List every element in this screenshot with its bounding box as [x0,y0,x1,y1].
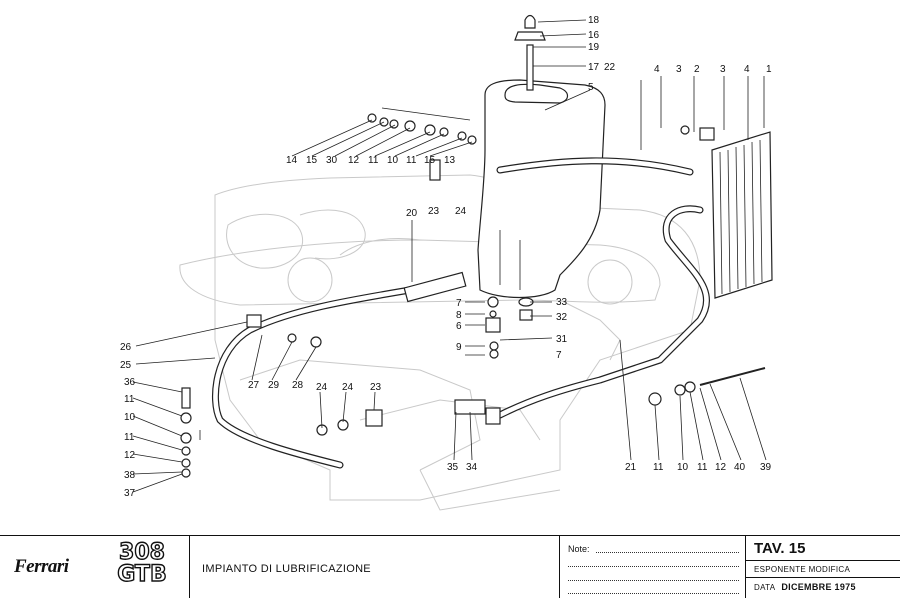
callout-36: 36 [124,377,136,388]
callout-14: 14 [286,155,298,166]
notes-cell: Note: [560,536,746,598]
model-number: 308 [118,540,165,565]
callout-3a: 3 [676,64,682,75]
table-number: TAV. 15 [754,540,806,557]
date-label: DATA [754,583,776,592]
callout-24a: 24 [455,206,467,217]
reference-cell: TAV. 15 ESPONENTE MODIFICA DATA DICEMBRE … [746,536,900,598]
callout-23a: 23 [428,206,440,217]
callout-19: 19 [588,42,600,53]
callouts: 18 16 19 17 22 5 4 3 2 3 4 1 14 15 30 12… [120,15,772,499]
callout-7b: 7 [556,350,562,361]
callout-24c: 24 [342,382,354,393]
note-line [568,580,739,581]
engine-ghost-outline [179,174,701,511]
callout-11f: 11 [697,462,708,473]
callout-29: 29 [268,380,280,391]
callout-10a: 10 [387,155,399,166]
model-badge: 308 GTB [100,540,184,587]
note-line [596,552,739,553]
callout-11d: 11 [124,432,135,443]
callout-12c: 12 [715,462,727,473]
callout-1: 1 [766,64,772,75]
oil-pipes [211,157,710,469]
callout-34: 34 [466,462,478,473]
callout-33: 33 [556,297,568,308]
callout-27: 27 [248,380,260,391]
callout-12a: 12 [348,155,360,166]
date-value: DICEMBRE 1975 [781,582,856,592]
notes-label: Note: [568,544,590,554]
callout-6: 6 [456,321,462,332]
title-cell: IMPIANTO DI LUBRIFICAZIONE [190,536,560,598]
note-line [568,593,739,594]
callout-15b: 15 [424,155,436,166]
callout-10b: 10 [124,412,136,423]
callout-12b: 12 [124,450,136,461]
callout-31: 31 [556,334,568,345]
callout-5: 5 [588,82,594,93]
callout-13: 13 [444,155,456,166]
callout-26: 26 [120,342,132,353]
callout-15a: 15 [306,155,318,166]
callout-24b: 24 [316,382,328,393]
callout-32: 32 [556,312,568,323]
callout-2: 2 [694,64,700,75]
callout-11a: 11 [368,155,379,166]
callout-11c: 11 [124,394,135,405]
callout-3b: 3 [720,64,726,75]
title-block: Ferrari 308 GTB IMPIANTO DI LUBRIFICAZIO… [0,535,900,598]
callout-30: 30 [326,155,338,166]
callout-20: 20 [406,208,418,219]
callout-11b: 11 [406,155,417,166]
callout-21: 21 [625,462,637,473]
ferrari-logo: Ferrari [14,556,69,577]
callout-39: 39 [760,462,772,473]
callout-25: 25 [120,360,132,371]
model-variant: GTB [117,562,168,587]
callout-11e: 11 [653,462,664,473]
lubrication-system-diagram: 18 16 19 17 22 5 4 3 2 3 4 1 14 15 30 12… [120,14,773,511]
callout-35: 35 [447,462,459,473]
date-row: DATA DICEMBRE 1975 [754,582,856,592]
callout-8: 8 [456,310,462,321]
callout-7a: 7 [456,298,462,309]
callout-40: 40 [734,462,746,473]
oil-tank [477,79,606,299]
note-line [568,566,739,567]
drawing-title: IMPIANTO DI LUBRIFICAZIONE [202,563,371,575]
divider [746,560,900,561]
dipstick [514,14,546,91]
callout-9: 9 [456,342,462,353]
callout-37: 37 [124,488,136,499]
callout-28: 28 [292,380,304,391]
callout-10c: 10 [677,462,689,473]
oil-cooler [711,131,773,299]
callout-18: 18 [588,15,600,26]
callout-17: 17 [588,62,600,73]
callout-16: 16 [588,30,600,41]
callout-4a: 4 [654,64,660,75]
logo-cell: Ferrari 308 GTB [0,536,190,598]
divider [746,577,900,578]
callout-38: 38 [124,470,136,481]
callout-23b: 23 [370,382,382,393]
revision-label: ESPONENTE MODIFICA [754,565,851,574]
callout-4b: 4 [744,64,750,75]
callout-22: 22 [604,62,616,73]
